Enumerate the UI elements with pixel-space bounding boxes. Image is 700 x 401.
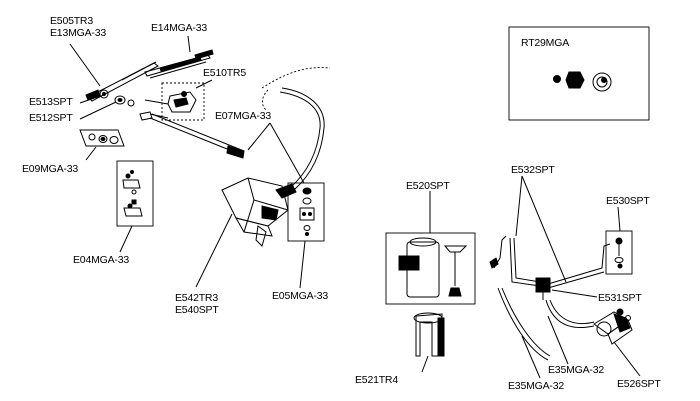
spindle-parts bbox=[79, 129, 125, 147]
label-e505tr3: E505TR3 bbox=[50, 15, 93, 27]
label-e542tr3: E542TR3 bbox=[175, 292, 218, 304]
label-e520spt: E520SPT bbox=[406, 180, 450, 192]
washer-tubing bbox=[489, 235, 611, 361]
label-e35mga32-upper: E35MGA-32 bbox=[548, 364, 604, 376]
rt29mga-kit bbox=[508, 26, 650, 121]
label-rt29mga: RT29MGA bbox=[521, 37, 570, 49]
label-e512spt: E512SPT bbox=[29, 112, 73, 124]
washer-bottle-kit bbox=[385, 232, 476, 305]
label-e530spt: E530SPT bbox=[606, 195, 650, 207]
label-e532spt: E532SPT bbox=[511, 164, 555, 176]
label-e526spt: E526SPT bbox=[617, 378, 661, 390]
bottle-bracket bbox=[413, 312, 445, 357]
wiper-blade bbox=[144, 49, 214, 79]
label-e05mga33: E05MGA-33 bbox=[272, 290, 328, 302]
label-e513spt: E513SPT bbox=[29, 96, 73, 108]
motor-parts bbox=[287, 182, 325, 242]
label-e04mga33: E04MGA-33 bbox=[73, 254, 129, 266]
drive-cable bbox=[261, 67, 331, 191]
brush-gear-parts bbox=[116, 160, 154, 227]
wheelbox-assembly bbox=[139, 82, 205, 121]
label-e13mga33: E13MGA-33 bbox=[50, 27, 106, 39]
rack-tube bbox=[149, 113, 245, 159]
washer-pump bbox=[593, 308, 633, 345]
label-e510tr5: E510TR5 bbox=[203, 67, 246, 79]
leader-lines-right bbox=[421, 175, 641, 379]
label-e521tr4: E521TR4 bbox=[355, 374, 398, 386]
label-e14mga33: E14MGA-33 bbox=[151, 22, 207, 34]
jet-parts bbox=[605, 230, 633, 275]
label-e540spt: E540SPT bbox=[175, 304, 219, 316]
wiper-motor bbox=[221, 177, 297, 247]
label-e07mga33: E07MGA-33 bbox=[215, 110, 271, 122]
leader-lines-left bbox=[69, 35, 306, 289]
label-e35mga32-lower: E35MGA-32 bbox=[508, 380, 564, 392]
spacer-washers bbox=[99, 89, 135, 107]
label-e531spt: E531SPT bbox=[598, 292, 642, 304]
label-e09mga33: E09MGA-33 bbox=[22, 163, 78, 175]
